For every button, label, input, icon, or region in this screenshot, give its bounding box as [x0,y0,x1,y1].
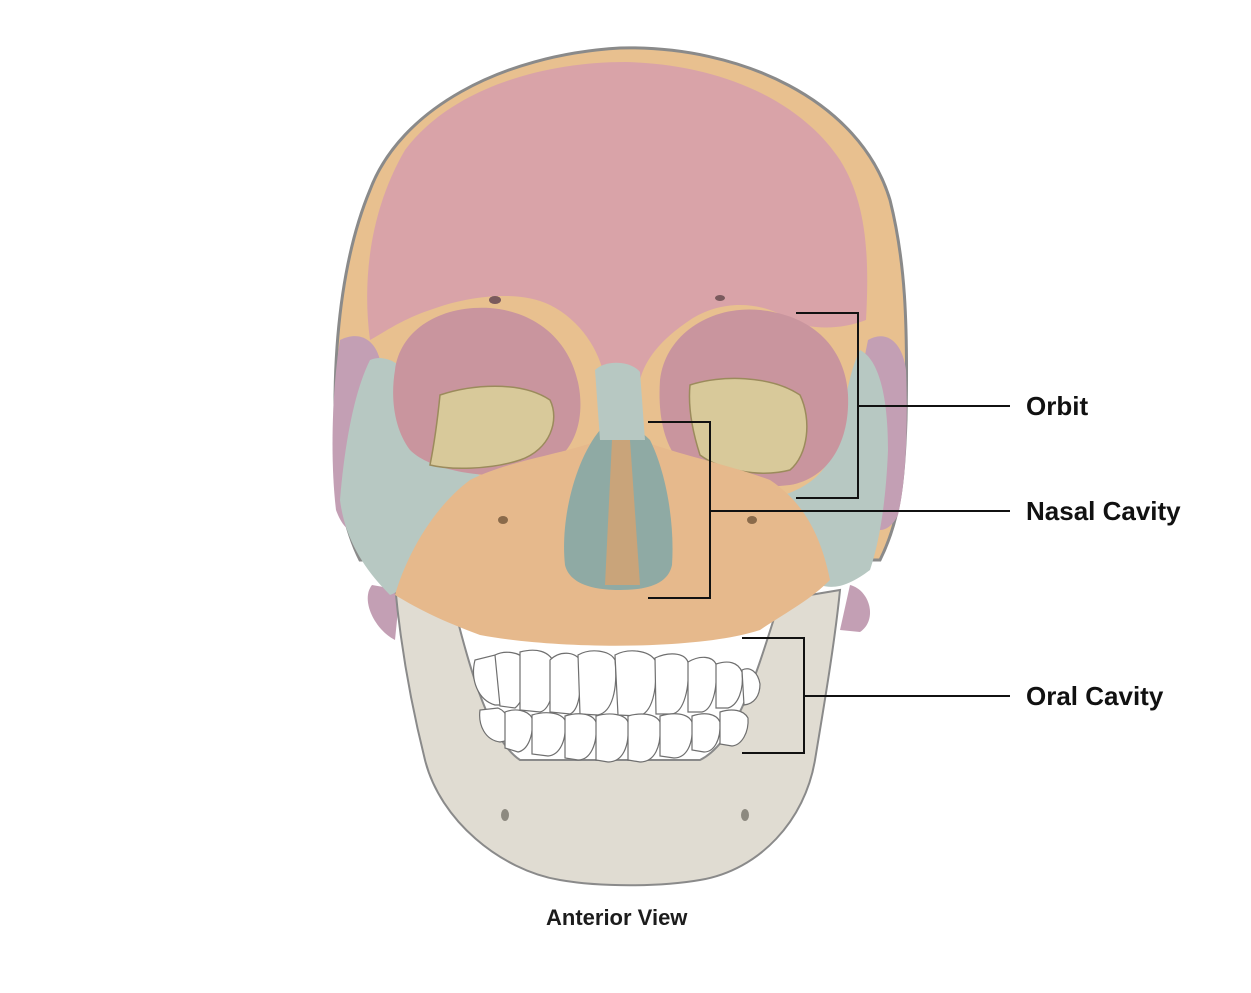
foramen-detail [501,809,509,821]
sphenoid-left [429,385,555,470]
foramen-detail [715,295,725,301]
foramen-detail [498,516,508,524]
foramen-detail [747,516,757,524]
frontal-bone [367,62,868,380]
teeth-lower [479,707,749,763]
zygomatic-left [340,358,500,595]
teeth-upper [473,649,761,717]
nasal-septum [605,440,640,585]
sphenoid-right [688,377,808,474]
diagram-caption: Anterior View [546,905,688,930]
mastoid-left [367,585,400,640]
leader-lines [648,312,1010,754]
nasal-bone [595,362,645,440]
oral-cavity-label: Oral Cavity [1026,681,1164,711]
nasal-cavity-label: Nasal Cavity [1026,496,1181,526]
foramen-detail [489,296,501,304]
mastoid-right [840,585,871,632]
orbit-label: Orbit [1026,391,1089,421]
foramen-detail [741,809,749,821]
